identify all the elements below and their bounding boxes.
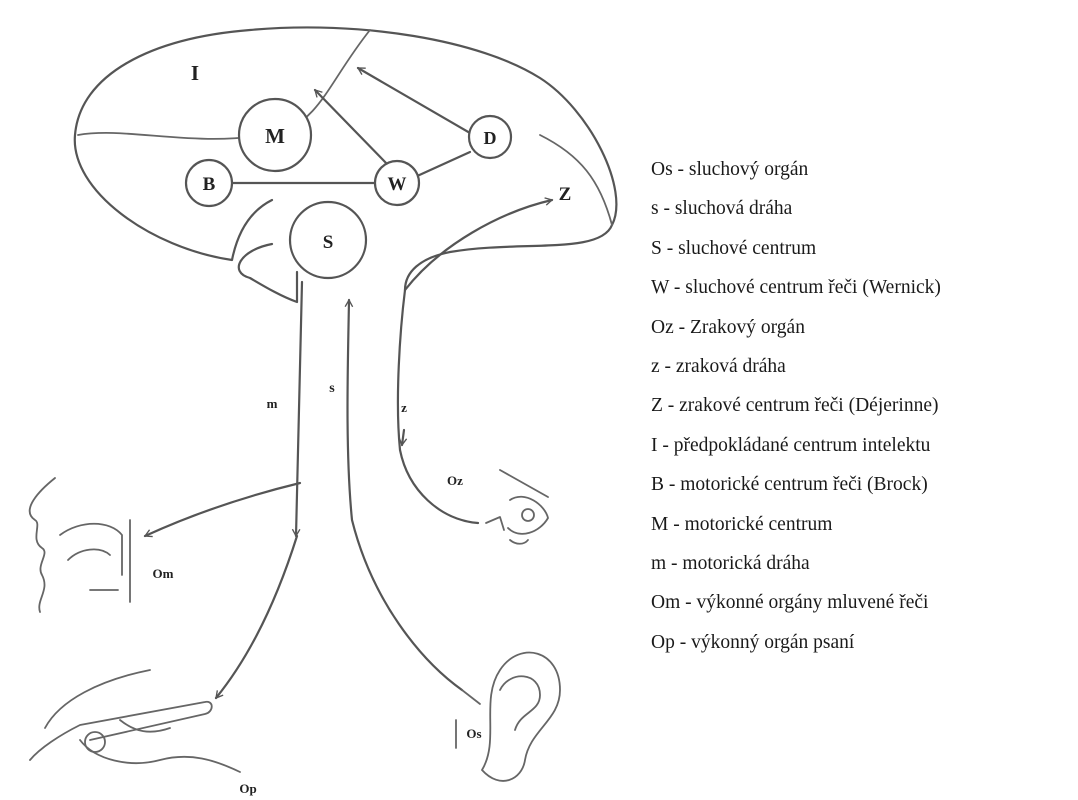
node-m-label: M [265, 124, 285, 148]
link-w-d [415, 152, 470, 177]
legend-item: I - předpokládané centrum intelektu [651, 426, 1078, 465]
visual-arrow-head [402, 430, 404, 445]
legend-item: m - motorická dráha [651, 544, 1078, 583]
legend-item: W - sluchové centrum řeči (Wernick) [651, 268, 1078, 307]
intellect-boundary [78, 30, 370, 139]
visual-pathway [398, 290, 478, 523]
pathway-z-label: z [401, 400, 407, 415]
auditory-pathway [348, 300, 463, 690]
organ-op-label: Op [239, 781, 256, 796]
node-w-label: W [388, 174, 407, 195]
legend-item: Os - sluchový orgán [651, 150, 1078, 189]
link-w-i [315, 90, 388, 165]
legend-item: M - motorické centrum [651, 505, 1078, 544]
node-s-label: S [323, 232, 334, 253]
legend-item: Op - výkonný orgán psaní [651, 623, 1078, 662]
motor-pathway [296, 282, 302, 536]
pathway-m-label: m [267, 396, 278, 411]
ear-icon [462, 653, 560, 781]
node-d-label: D [484, 128, 497, 148]
motor-to-hand [216, 536, 297, 698]
motor-to-mouth [145, 483, 300, 536]
legend-item: Z - zrakové centrum řeči (Déjerinne) [651, 386, 1078, 425]
hand-pen-icon [30, 670, 240, 772]
pathway-s-label: s [329, 381, 335, 396]
legend-list: Os - sluchový orgán s - sluchová dráha S… [651, 150, 1078, 662]
node-z-label: Z [559, 184, 572, 205]
legend-item: S - sluchové centrum [651, 229, 1078, 268]
link-d-i [358, 68, 470, 133]
organ-os-label: Os [466, 726, 481, 741]
legend-item: z - zraková dráha [651, 347, 1078, 386]
organ-oz-label: Oz [447, 473, 463, 488]
legend-item: s - sluchová dráha [651, 189, 1078, 228]
node-i-label: I [191, 61, 199, 85]
legend-item: B - motorické centrum řeči (Brock) [651, 465, 1078, 504]
speech-centers-diagram: M B W D S I Z m s z Oz Om Op [0, 0, 640, 800]
legend-item: Om - výkonné orgány mluvené řeči [651, 583, 1078, 622]
organ-om-label: Om [153, 566, 174, 581]
eye-icon [486, 470, 548, 544]
node-b-label: B [203, 174, 216, 195]
mouth-icon [30, 478, 130, 612]
legend-item: Oz - Zrakový orgán [651, 308, 1078, 347]
